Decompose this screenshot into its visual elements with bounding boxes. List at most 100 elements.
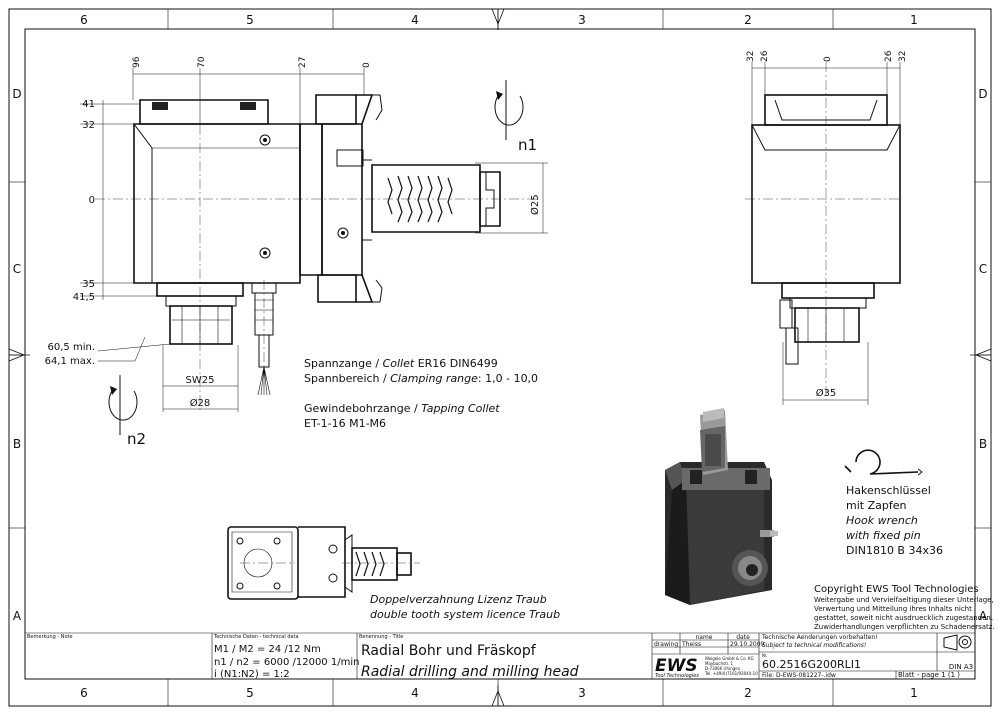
zone-col-bottom-1: 1 <box>910 686 918 700</box>
zone-col-bottom-3: 3 <box>578 686 586 700</box>
col-name: name <box>695 634 712 641</box>
dim-32: 32 <box>82 120 95 131</box>
dim-41-5: 41,5 <box>73 292 95 303</box>
zone-row-left-c: C <box>13 262 21 276</box>
title-label: Benennung - Title <box>359 634 403 640</box>
rotation-n1-icon <box>494 80 524 140</box>
row-drawing: drawing <box>654 641 678 648</box>
zone-row-left-a: A <box>13 609 22 623</box>
copyright-line-4: Zuwiderhandlungen verpflichten zu Schade… <box>814 623 995 631</box>
zone-col-top-2: 2 <box>744 13 752 27</box>
title-en: Radial drilling and milling head <box>361 664 579 680</box>
copyright-line-3: gestattet, soweit nicht ausdruecklich zu… <box>814 614 993 622</box>
zone-col-bottom-6: 6 <box>80 686 88 700</box>
zone-row-right-d: D <box>978 87 987 101</box>
dim-0-top: 0 <box>362 62 372 68</box>
nr-label: Nr. <box>762 653 768 658</box>
address-3: D-73066 Uhingen <box>705 666 741 671</box>
hook-wrench-en-2: with fixed pin <box>846 529 921 542</box>
svg-text:Spannbereich / Clamping range:: Spannbereich / Clamping range: 1,0 - 10,… <box>304 372 538 385</box>
tap-label-de: Gewindebohrzange / <box>304 402 418 415</box>
zone-col-bottom-2: 2 <box>744 686 752 700</box>
dim-41: 41 <box>82 99 95 110</box>
side-dim-32-right: 32 <box>898 51 908 62</box>
double-tooth-en: double tooth system licence Traub <box>370 608 560 621</box>
zone-col-top-5: 5 <box>246 13 254 27</box>
address-4: Tel. +49(0)7161/93040-10 <box>704 671 758 676</box>
centering-marks <box>8 8 992 707</box>
zone-col-top-4: 4 <box>411 13 419 27</box>
zone-row-left-d: D <box>12 87 21 101</box>
zone-row-right-c: C <box>979 262 987 276</box>
svg-text:Gewindebohrzange / Tapping Col: Gewindebohrzange / Tapping Collet <box>304 402 500 415</box>
side-dim-0: 0 <box>823 56 833 62</box>
col-date: date <box>736 634 750 641</box>
dim-27: 27 <box>298 57 308 68</box>
copyright-line-2: Verwertung und Mitteilung ihres Inhalts … <box>814 605 972 613</box>
address-2: Maybachstr. 1 <box>705 661 733 666</box>
tech-data-speed: n1 / n2 = 6000 /12000 1/min <box>214 657 359 668</box>
copyright-line-1: Weitergabe und Vervielfaeltigung dieser … <box>814 596 994 604</box>
tech-data-ratio: i (N1:N2) = 1:2 <box>214 669 290 680</box>
copyright-title: Copyright EWS Tool Technologies <box>814 584 979 595</box>
dim-35: 35 <box>82 279 95 290</box>
changes-de: Technische Aenderungen vorbehalten! <box>761 634 878 641</box>
hook-wrench-icon <box>844 449 923 476</box>
side-view-dimensions <box>751 62 901 405</box>
side-dim-26-left: 26 <box>760 50 770 62</box>
sheet-page: Blatt - page 1 (1 ) <box>898 671 960 679</box>
range-value: : 1,0 - 10,0 <box>478 372 538 385</box>
file-name: File: D-EWS-081227-.idw <box>762 672 836 679</box>
changes-en: Subject to technical modifications! <box>762 642 866 649</box>
dim-60-5-min: 60,5 min. <box>48 342 95 353</box>
label-n2: n2 <box>127 430 146 448</box>
hook-wrench-de-2: mit Zapfen <box>846 499 906 512</box>
front-view <box>95 94 540 410</box>
dim-dia28: Ø28 <box>190 397 211 409</box>
label-n1: n1 <box>518 136 537 154</box>
draw-date: 29.10.2009 <box>730 641 765 648</box>
collet-label-de: Spannzange / <box>304 357 379 370</box>
double-tooth-view <box>227 526 420 600</box>
double-tooth-de: Doppelverzahnung Lizenz Traub <box>370 593 547 606</box>
collet-value: ER16 DIN6499 <box>418 357 498 370</box>
tap-value: ET-1-16 M1-M6 <box>304 417 386 430</box>
dim-70: 70 <box>197 56 207 68</box>
zone-row-left-b: B <box>13 437 21 451</box>
tech-data-label: Technische Daten - technical data <box>213 634 299 640</box>
range-label-de: Spannbereich / <box>304 372 387 385</box>
title-de: Radial Bohr und Fräskopf <box>361 643 537 659</box>
dim-64-1-max: 64,1 max. <box>45 356 95 367</box>
side-view <box>745 62 901 400</box>
ews-logo-sub: Tool Technologies <box>655 673 699 679</box>
dim-sw25: SW25 <box>186 375 215 386</box>
dim-0-left: 0 <box>89 195 95 206</box>
rotation-n2-icon <box>108 375 138 435</box>
tech-data-torque: M1 / M2 = 24 /12 Nm <box>214 644 321 655</box>
title-block <box>25 632 975 679</box>
hook-wrench-de-1: Hakenschlüssel <box>846 484 931 497</box>
remark-label: Bemerkung - Note <box>27 634 73 640</box>
side-dim-32-left: 32 <box>746 51 756 62</box>
zone-col-bottom-5: 5 <box>246 686 254 700</box>
zone-col-top-1: 1 <box>910 13 918 27</box>
range-label-en: Clamping range <box>390 372 478 385</box>
hook-wrench-en-1: Hook wrench <box>846 514 918 527</box>
zone-col-bottom-4: 4 <box>411 686 419 700</box>
inner-frame <box>24 28 976 680</box>
side-dim-dia35: Ø35 <box>816 387 837 399</box>
zone-row-right-a: A <box>979 609 988 623</box>
side-dim-26-right: 26 <box>884 50 894 62</box>
zone-col-top-6: 6 <box>80 13 88 27</box>
hook-wrench-din: DIN1810 B 34x36 <box>846 544 943 557</box>
dim-dia25: Ø25 <box>529 194 541 215</box>
zone-row-right-b: B <box>979 437 987 451</box>
ews-logo: EWS <box>655 656 698 676</box>
drawer-name: Theiss <box>681 641 701 648</box>
svg-text:Spannzange / Collet ER16 DIN: Spannzange / Collet ER16 DIN6499 <box>304 357 498 370</box>
dim-96: 96 <box>132 56 142 68</box>
iso-render-image <box>665 408 778 605</box>
collet-label-en: Collet <box>383 357 415 370</box>
part-number: 60.2516G200RLI1 <box>762 658 861 671</box>
